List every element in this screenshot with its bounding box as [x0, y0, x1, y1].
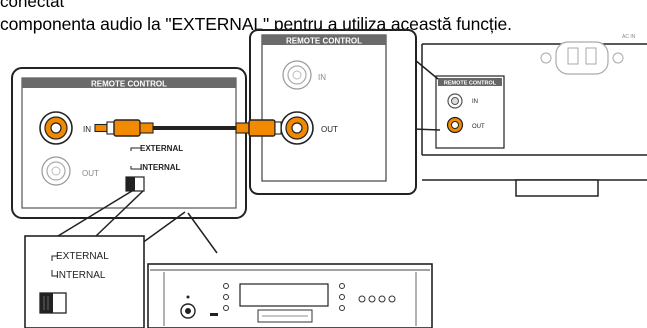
ac-in-label: AC IN — [622, 34, 636, 40]
rear-remote-title: REMOTE CONTROL — [444, 81, 497, 87]
middle-out-label: OUT — [321, 125, 338, 134]
middle-in-label: IN — [318, 73, 326, 82]
front-unit-device — [147, 263, 433, 328]
instruction-line-1: conectat — [0, 0, 65, 11]
rca-cable-icon — [94, 119, 282, 137]
rear-panel-device: AC IN REMOTE CONTROL IN OUT — [421, 34, 647, 197]
rear-out-label: OUT — [472, 124, 485, 130]
rear-in-label: IN — [472, 99, 478, 105]
callout-external-label: EXTERNAL — [56, 251, 109, 262]
left-out-label: OUT — [82, 169, 99, 178]
left-remote-title: REMOTE CONTROL — [91, 80, 167, 89]
device-foot — [515, 179, 599, 197]
left-out-jack-icon — [41, 156, 71, 186]
callout-lines — [57, 190, 218, 254]
external-internal-switch: EXTERNAL INTERNAL — [125, 144, 183, 192]
middle-remote-panel: REMOTE CONTROL IN OUT — [249, 29, 441, 195]
usb-port-icon — [210, 313, 218, 316]
middle-out-jack-icon — [280, 111, 314, 145]
middle-in-jack-icon — [282, 60, 312, 90]
callout-internal-label: INTERNAL — [56, 270, 106, 281]
middle-remote-title: REMOTE CONTROL — [286, 37, 362, 46]
left-remote-panel: REMOTE CONTROL IN OUT EXTERNAL INTERNAL — [11, 67, 247, 219]
disc-tray — [239, 283, 329, 307]
switch-callout: EXTERNAL INTERNAL — [24, 235, 145, 328]
left-in-jack-icon — [39, 111, 73, 145]
ac-inlet-icon — [540, 41, 624, 75]
switch-internal-label: INTERNAL — [140, 163, 181, 172]
rear-remote-panel: REMOTE CONTROL IN OUT — [435, 75, 505, 149]
switch-external-label: EXTERNAL — [140, 144, 183, 153]
left-in-label: IN — [83, 125, 91, 134]
